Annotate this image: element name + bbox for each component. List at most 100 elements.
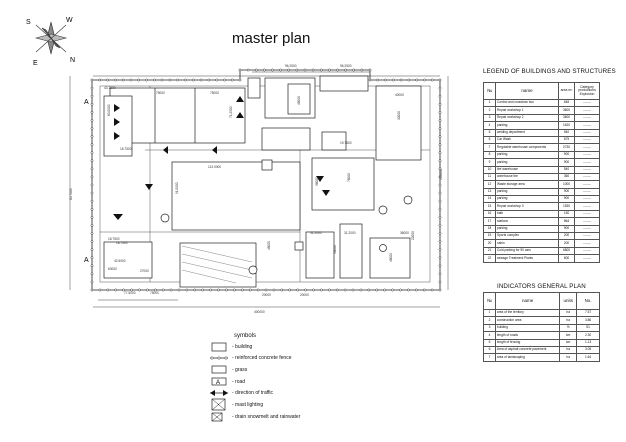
fence-post — [233, 288, 236, 292]
dimension-label: 43.7500 — [104, 86, 116, 90]
dimension-label: 40000 — [395, 93, 404, 97]
fence-post — [438, 232, 442, 235]
fence-post — [169, 288, 173, 292]
dimension-label: 400000 — [254, 310, 265, 314]
fence-post — [114, 288, 118, 292]
fence-post — [90, 175, 94, 179]
fence-post — [438, 256, 442, 260]
building-car-wash — [287, 83, 311, 115]
dimension-label: 20000 — [300, 293, 309, 297]
fence-post — [153, 288, 157, 292]
fence-post — [90, 288, 94, 292]
fence-post — [215, 78, 218, 82]
fence-post — [90, 256, 94, 260]
road-a-lower: A — [84, 257, 89, 264]
fence-post — [199, 78, 203, 82]
building-parking-c — [103, 241, 153, 279]
dimension-label: 270000 — [439, 169, 443, 180]
dimension-label: 76000 — [347, 173, 351, 182]
fence-post — [138, 288, 141, 292]
mast-lighting-icons — [160, 159, 413, 275]
symbol-label-mast: - mast lighting — [232, 402, 264, 408]
fence-post — [367, 288, 371, 292]
fence-post — [287, 68, 291, 72]
dimension-label: 48000 — [297, 96, 301, 105]
fence-post — [344, 68, 347, 72]
fence-post — [90, 199, 94, 203]
fence-post — [430, 288, 434, 292]
fence-post — [368, 68, 372, 72]
building-station — [311, 157, 375, 211]
fence-post — [271, 68, 274, 72]
dimension-label: 36000 — [315, 177, 319, 186]
fence-post — [288, 288, 292, 292]
fence-post — [295, 68, 299, 72]
fence-post — [360, 68, 364, 72]
fence-post — [407, 78, 411, 82]
legend-buildings-title: LEGEND OF BUILDINGS AND STRUCTURES — [483, 68, 616, 75]
fence-post — [304, 288, 307, 292]
dimension-label: 48000 — [389, 253, 393, 262]
legend-cell: ------- — [574, 254, 600, 263]
compass-n: N — [70, 57, 75, 64]
fence-post — [90, 264, 94, 268]
fence-post — [90, 248, 94, 251]
fence-post — [438, 94, 442, 98]
dimension-label: 27000 — [140, 269, 149, 273]
page-title: master plan — [232, 30, 311, 47]
dimension-label: 40000 — [397, 111, 401, 120]
fence-post — [414, 288, 418, 292]
fence-post — [98, 288, 102, 292]
indicator-cell: 1.64 — [576, 353, 600, 362]
fence-post — [121, 78, 125, 82]
fence-post — [438, 280, 442, 284]
fence-post — [415, 78, 419, 82]
fence-post — [193, 288, 197, 292]
dimension-label: 77.5000 — [124, 291, 136, 295]
dimension-label: 18.7500 — [116, 241, 128, 245]
fence-post — [311, 68, 315, 72]
fence-post — [114, 78, 117, 82]
fence-post — [90, 102, 94, 106]
fence-post — [320, 288, 323, 292]
symbol-label-direction: - direction of traffic — [232, 390, 274, 396]
fence-post — [90, 159, 94, 163]
fence-post — [90, 151, 94, 155]
fence-post — [438, 240, 442, 243]
fence-post — [263, 68, 266, 72]
fence-post — [391, 78, 395, 82]
indicator-cell: ha — [559, 353, 578, 362]
fence-post — [368, 78, 372, 82]
fence-post — [201, 288, 205, 292]
fence-post — [438, 159, 442, 163]
fence-post — [90, 224, 94, 227]
fence-post — [438, 272, 442, 276]
fence-post — [422, 288, 426, 292]
fence-post — [90, 191, 94, 195]
fence-post — [90, 215, 94, 219]
buildings — [103, 75, 422, 288]
fence-post — [376, 78, 380, 82]
fence-post — [399, 78, 403, 82]
outer-dimension-lines — [69, 71, 449, 308]
symbol-label-building: - building — [232, 344, 253, 350]
fence-post — [90, 135, 94, 138]
dimension-label: 19.7500 — [340, 141, 352, 145]
building-parking-b — [339, 223, 363, 279]
fence-post — [176, 78, 180, 82]
fence-post — [327, 288, 331, 292]
fence-post — [90, 207, 94, 211]
symbol-road-glyph: A — [216, 380, 220, 386]
dimension-label: 91.0000 — [175, 182, 179, 194]
fence-post — [223, 78, 226, 82]
dimension-label: 42.5000 — [114, 259, 126, 263]
fence-post — [168, 78, 172, 82]
fence-post — [438, 191, 442, 195]
symbol-grass-icon — [211, 365, 227, 374]
